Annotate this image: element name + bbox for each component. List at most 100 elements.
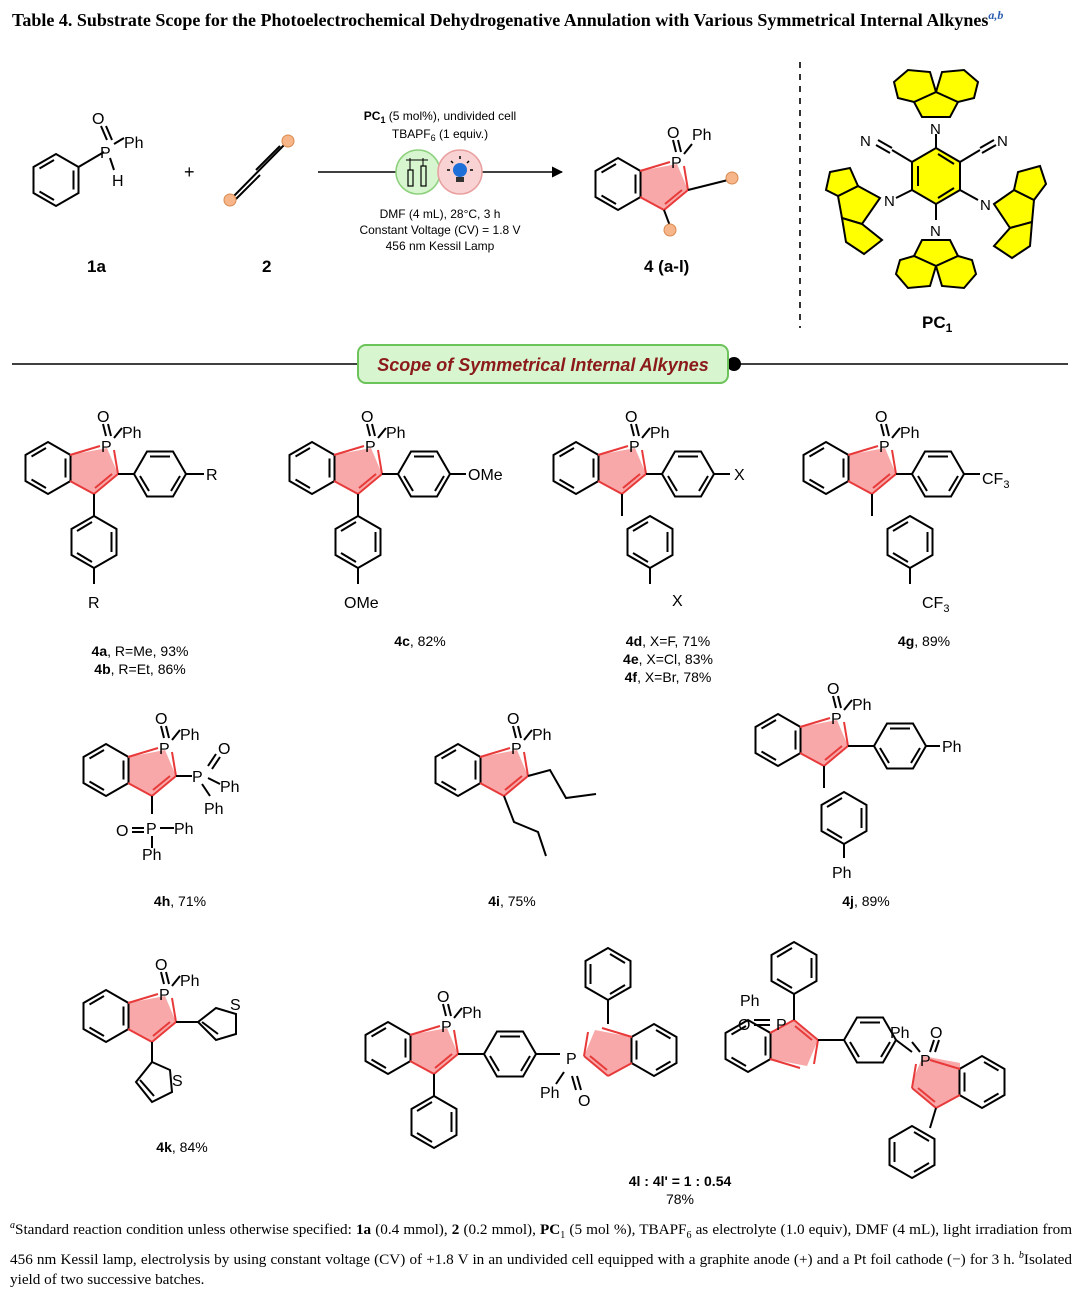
condition-catalyst: PC1 (5 mol%), undivided cell (364, 109, 516, 125)
svg-text:O: O (930, 1025, 942, 1042)
svg-text:P: P (441, 1019, 452, 1036)
svg-text:Ph: Ph (462, 1005, 482, 1022)
svg-text:Ph: Ph (122, 425, 142, 442)
svg-text:R: R (206, 467, 218, 484)
svg-text:O: O (578, 1093, 590, 1110)
product-4k-label: 4k, 84% (156, 1139, 207, 1155)
svg-text:X: X (734, 467, 745, 484)
svg-text:Ph: Ph (852, 697, 872, 714)
svg-text:P: P (146, 821, 157, 838)
product-4g-structure: P O Ph CF3 CF3 (802, 409, 1009, 615)
svg-text:P: P (776, 1017, 787, 1034)
product-4l-yield: 78% (666, 1191, 694, 1207)
table-title: Table 4. Substrate Scope for the Photoel… (12, 4, 1072, 31)
svg-text:Ph: Ph (540, 1085, 560, 1102)
svg-text:Ph: Ph (204, 801, 224, 818)
svg-text:P: P (192, 769, 203, 786)
svg-text:O: O (437, 989, 449, 1006)
svg-text:O: O (875, 409, 887, 426)
footnote-text: as electrolyte (1.0 equiv), DMF (4 mL), … (10, 1221, 1073, 1269)
svg-text:Ph: Ph (142, 847, 162, 864)
product-4l-prime-structure: P O Ph P O Ph (724, 941, 1006, 1179)
reactant-2-label: 2 (262, 257, 271, 276)
svg-text:Ph: Ph (890, 1025, 910, 1042)
svg-text:CF3: CF3 (922, 595, 949, 615)
electrolysis-cell-icon (395, 149, 441, 195)
svg-text:N: N (980, 197, 991, 214)
product-4c-label: 4c, 82% (394, 633, 445, 649)
atom-O: O (92, 111, 104, 128)
svg-text:N: N (884, 193, 895, 210)
plus-sign: + (184, 162, 195, 182)
svg-text:O: O (625, 409, 637, 426)
svg-text:Ph: Ph (220, 779, 240, 796)
product-4f-label: 4f, X=Br, 78% (625, 669, 712, 685)
atom-Ph: Ph (124, 135, 144, 152)
svg-text:P: P (671, 155, 682, 172)
condition-lamp: 456 nm Kessil Lamp (386, 239, 495, 253)
product-4l-structure: P O Ph P O Ph (364, 947, 678, 1149)
svg-text:Ph: Ph (532, 727, 552, 744)
product-4h-label: 4h, 71% (154, 893, 206, 909)
svg-text:N: N (997, 133, 1008, 150)
footnote-2: 2 (451, 1221, 460, 1239)
svg-text:CF3: CF3 (982, 471, 1009, 491)
reactant-2-structure (223, 134, 295, 207)
svg-text:P: P (566, 1051, 577, 1068)
svg-text:P: P (831, 711, 842, 728)
condition-solvent: DMF (4 mL), 28°C, 3 h (380, 207, 501, 221)
footnote-text: Standard reaction condition unless other… (15, 1221, 356, 1239)
svg-text:O: O (218, 741, 230, 758)
svg-text:P: P (879, 439, 890, 456)
product-4j-structure: P O Ph Ph Ph (754, 681, 962, 882)
pc1-structure: N N N N N N (824, 68, 1048, 290)
pc1-label: PC1 (922, 313, 953, 335)
svg-text:S: S (230, 997, 241, 1014)
product-4a-label: 4a, R=Me, 93% (92, 643, 189, 659)
product-4j-label: 4j, 89% (842, 893, 890, 909)
footnote-pc1-sub: 1 (560, 1230, 566, 1242)
product-4g-label: 4g, 89% (898, 633, 950, 649)
atom-P: P (100, 145, 111, 162)
svg-text:P: P (629, 439, 640, 456)
svg-text:Ph: Ph (942, 739, 962, 756)
svg-text:P: P (101, 439, 112, 456)
svg-text:R: R (88, 595, 100, 612)
svg-text:P: P (365, 439, 376, 456)
footnote-pc1: PC (540, 1221, 561, 1239)
svg-text:Ph: Ph (900, 425, 920, 442)
svg-text:Ph: Ph (386, 425, 406, 442)
scope-banner-box (357, 344, 729, 384)
title-footnote-marks: a,b (988, 8, 1004, 22)
svg-text:P: P (920, 1053, 931, 1070)
product-4-structure: P O Ph (594, 125, 739, 237)
product-4e-label: 4e, X=Cl, 83% (623, 651, 713, 667)
svg-text:P: P (159, 741, 170, 758)
reactant-1a-structure: P O Ph H (32, 111, 144, 207)
product-4i-structure: P O Ph (434, 711, 597, 857)
condition-electrolyte: TBAPF6 (1 equiv.) (392, 127, 488, 143)
svg-text:Ph: Ph (832, 865, 852, 882)
svg-text:Ph: Ph (650, 425, 670, 442)
svg-text:N: N (930, 121, 941, 138)
product-4l-ratio: 4l : 4l' = 1 : 0.54 (629, 1173, 732, 1189)
footnote-text: (5 mol %), TBAPF (565, 1221, 687, 1239)
product-4a-structure: P O Ph R R (24, 409, 218, 612)
product-4k-structure: P O Ph S S (82, 957, 241, 1104)
table-footnote: aStandard reaction condition unless othe… (10, 1216, 1072, 1290)
reactant-1a-label: 1a (87, 257, 106, 276)
banner-dot-right (727, 357, 741, 371)
svg-text:O: O (155, 957, 167, 974)
footnote-tba-sub: 6 (686, 1230, 692, 1242)
svg-text:S: S (172, 1073, 183, 1090)
svg-text:OMe: OMe (344, 595, 379, 612)
svg-text:Ph: Ph (174, 821, 194, 838)
svg-text:X: X (672, 593, 683, 610)
product-4i-label: 4i, 75% (488, 893, 536, 909)
svg-text:O: O (667, 125, 679, 142)
product-4h-structure: P O Ph P O Ph Ph P O Ph Ph (82, 711, 240, 864)
svg-text:Ph: Ph (180, 727, 200, 744)
product-4-label: 4 (a-l) (644, 257, 689, 276)
svg-text:Ph: Ph (740, 993, 760, 1010)
